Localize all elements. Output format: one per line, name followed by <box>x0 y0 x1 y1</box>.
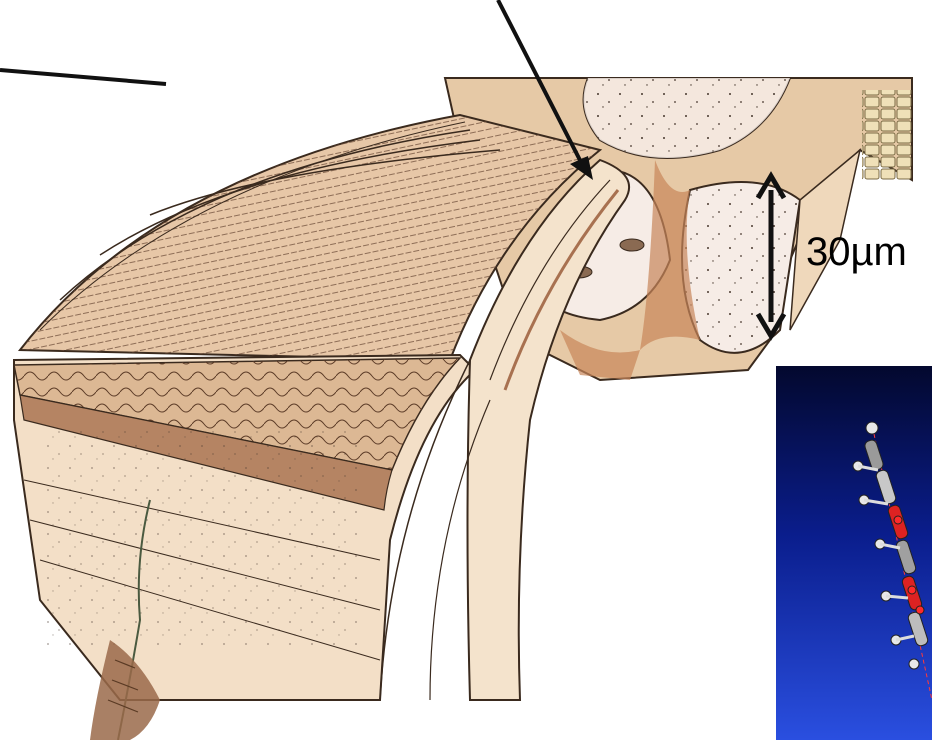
molecular-model-inset <box>776 366 932 740</box>
scale-bar-label: 30µm <box>806 232 907 272</box>
pointer-line-left <box>0 70 166 84</box>
layered-wall-section <box>14 115 629 700</box>
